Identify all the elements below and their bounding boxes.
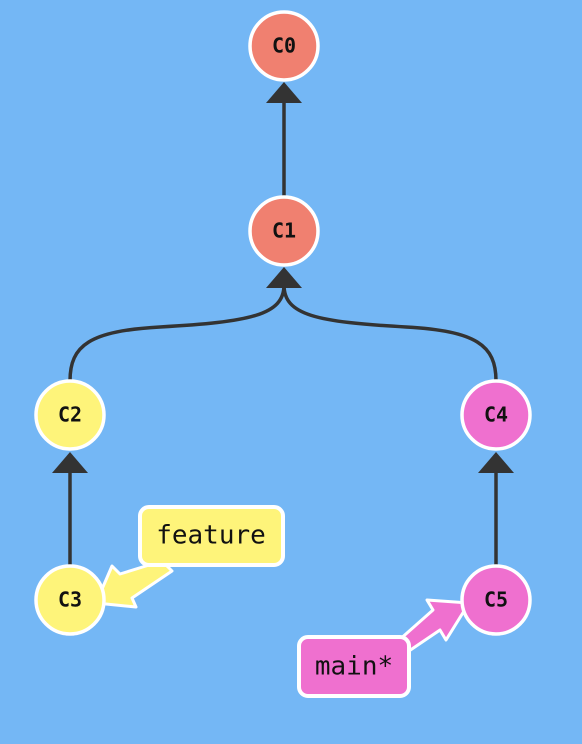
branch-main-label: main* bbox=[315, 652, 393, 682]
commit-c0-circle[interactable] bbox=[248, 10, 320, 82]
arrowhead-c2 bbox=[52, 452, 88, 473]
arrowhead-c4 bbox=[478, 452, 514, 473]
branch-feature[interactable]: feature bbox=[138, 505, 285, 567]
commit-c4-label: C4 bbox=[484, 403, 508, 427]
feature-branch-arrow bbox=[94, 559, 174, 609]
edge-c2-c1 bbox=[68, 284, 286, 382]
commit-c3-label: C3 bbox=[58, 588, 82, 612]
commits-layer: C0 C1 C2 C3 C4 C5 bbox=[34, 10, 532, 636]
edge-c4-c1 bbox=[282, 284, 498, 382]
main-branch-arrow bbox=[396, 598, 471, 655]
arrowhead-c1 bbox=[266, 267, 302, 288]
branch-feature-label: feature bbox=[156, 521, 266, 551]
commit-c4-circle[interactable] bbox=[460, 379, 532, 451]
commit-c5-circle[interactable] bbox=[460, 564, 532, 636]
commit-c0-label: C0 bbox=[272, 34, 296, 58]
commit-c2[interactable]: C2 bbox=[34, 379, 106, 451]
edges-layer bbox=[52, 82, 514, 566]
commit-c3[interactable]: C3 bbox=[34, 564, 106, 636]
commit-c2-label: C2 bbox=[58, 403, 82, 427]
arrowhead-c0 bbox=[266, 82, 302, 103]
branch-main-box[interactable] bbox=[297, 635, 411, 698]
commit-c1[interactable]: C1 bbox=[248, 195, 320, 267]
commit-c2-circle[interactable] bbox=[34, 379, 106, 451]
branch-labels-layer: feature main* bbox=[138, 505, 411, 698]
commit-c5[interactable]: C5 bbox=[460, 564, 532, 636]
commit-c5-label: C5 bbox=[484, 588, 508, 612]
branch-arrows-layer bbox=[94, 559, 471, 655]
branch-main[interactable]: main* bbox=[297, 635, 411, 698]
commit-c4[interactable]: C4 bbox=[460, 379, 532, 451]
commit-c0[interactable]: C0 bbox=[248, 10, 320, 82]
branch-feature-box[interactable] bbox=[138, 505, 285, 567]
commit-c3-circle[interactable] bbox=[34, 564, 106, 636]
commit-c1-circle[interactable] bbox=[248, 195, 320, 267]
commit-c1-label: C1 bbox=[272, 219, 296, 243]
